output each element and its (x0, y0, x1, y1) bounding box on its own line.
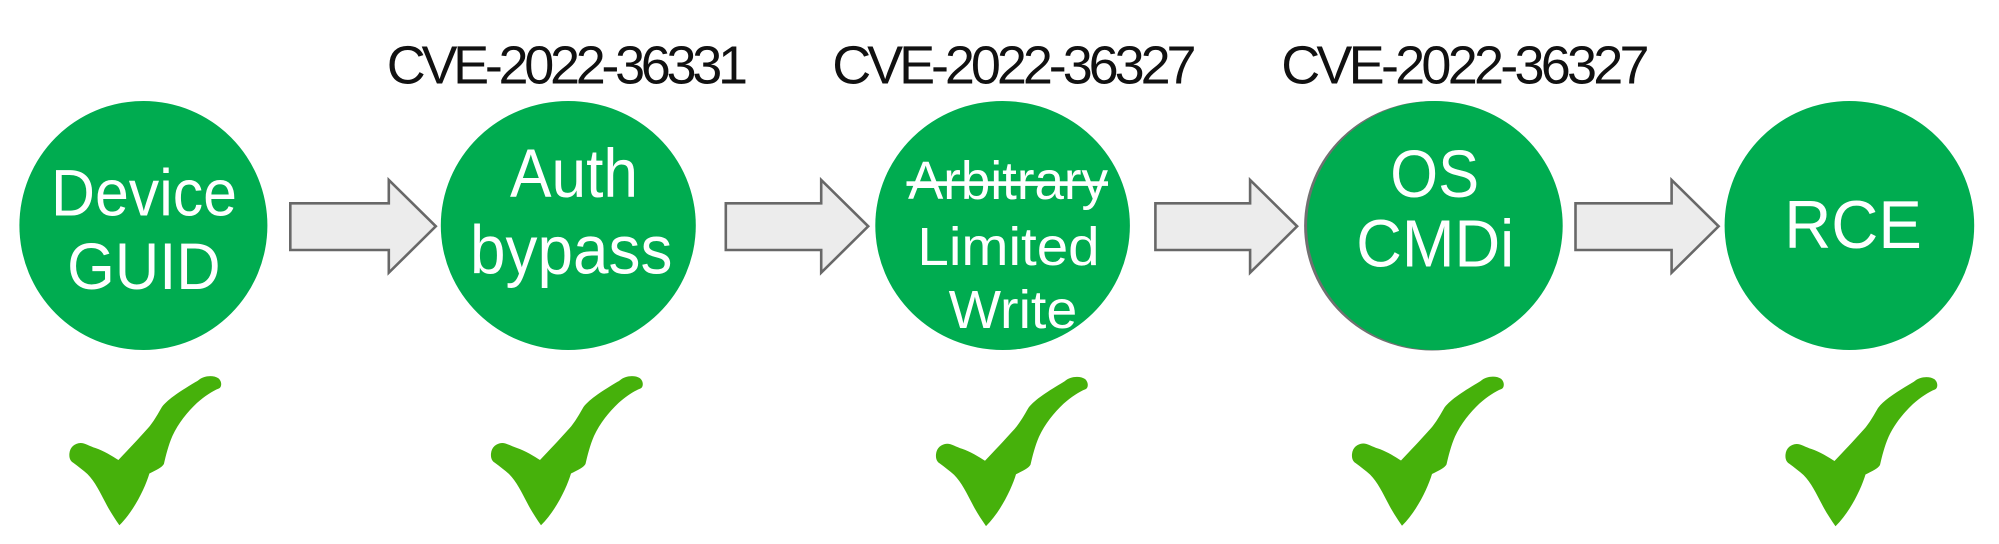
svg-text:OS: OS (1390, 137, 1479, 212)
svg-text:Limited: Limited (917, 217, 1099, 277)
svg-text:CMDi: CMDi (1356, 206, 1514, 281)
svg-text:CVE-2022-36331: CVE-2022-36331 (387, 35, 748, 95)
svg-text:CVE-2022-36327: CVE-2022-36327 (1281, 35, 1649, 95)
svg-text:bypass: bypass (470, 212, 672, 289)
svg-text:Write: Write (949, 280, 1078, 340)
svg-text:CVE-2022-36327: CVE-2022-36327 (832, 35, 1196, 95)
svg-text:Device: Device (51, 155, 237, 229)
svg-text:Auth: Auth (510, 135, 638, 212)
svg-text:GUID: GUID (67, 229, 221, 303)
svg-text:RCE: RCE (1784, 187, 1922, 263)
svg-text:Arbitrary: Arbitrary (908, 151, 1108, 211)
